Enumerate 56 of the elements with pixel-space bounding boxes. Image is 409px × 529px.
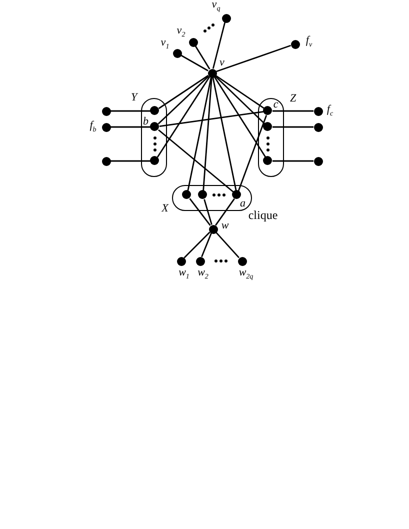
vertex-label: w	[221, 220, 229, 232]
vertex-label: w$_{2}$	[198, 267, 208, 281]
set-label: Z	[290, 94, 296, 104]
vertex-dot	[314, 156, 322, 166]
vertex-dot	[102, 156, 110, 166]
vertex-label: b	[143, 116, 149, 128]
vertex-label: f$_{v}$	[306, 35, 312, 49]
vertex-label: f$_{b}$	[90, 120, 96, 134]
vertex-dot	[102, 106, 110, 116]
edge-line	[214, 76, 266, 158]
vertex-label: v$_{q}$	[212, 0, 220, 13]
edge-line	[216, 232, 240, 258]
edge-line	[238, 114, 268, 192]
vertex-label: w$_{1}$	[178, 267, 190, 281]
edge-line	[110, 110, 150, 112]
edge-line	[110, 126, 150, 128]
vertex-label: c	[273, 99, 278, 110]
edge-line	[194, 45, 210, 70]
edge-line	[212, 77, 237, 191]
vertex-label: v	[220, 58, 224, 68]
edge-line	[187, 77, 212, 191]
edge-line	[110, 160, 150, 162]
edge-line	[189, 198, 211, 226]
edge-line	[272, 160, 314, 162]
vertex-label: v$_{1}$	[160, 37, 170, 51]
edge-line	[158, 74, 209, 110]
vertex-dot	[150, 156, 160, 166]
edge-line	[204, 199, 212, 225]
edge-line	[156, 76, 210, 158]
edge-line	[180, 54, 208, 72]
vertex-dot	[182, 190, 192, 200]
edge-line	[158, 129, 234, 193]
edge-line	[159, 110, 264, 128]
edge-line	[212, 22, 226, 69]
edge-line	[158, 76, 210, 124]
edge-line	[184, 232, 210, 258]
vertex-dot	[314, 122, 322, 132]
edge-line	[214, 76, 266, 124]
set-label: Y	[130, 92, 138, 104]
edge-line	[272, 126, 314, 128]
vertex-dot	[263, 122, 272, 132]
vertex-label: a	[240, 198, 246, 210]
edge-line	[272, 110, 314, 112]
set-label: X	[162, 204, 168, 214]
vertex-label: f$_{c}$	[326, 104, 334, 118]
edge-line	[201, 232, 212, 258]
vertex-label: w$_{2q}$	[238, 267, 254, 281]
vertex-dot	[150, 106, 160, 116]
edge-line	[202, 77, 212, 191]
edge-line	[215, 74, 265, 110]
vertex-label: v$_{2}$	[176, 25, 186, 39]
edge-line	[216, 44, 291, 72]
annotation-label: clique	[248, 209, 278, 221]
edge-line	[215, 198, 235, 226]
vertex-dot	[198, 190, 208, 200]
vertex-dot	[263, 156, 272, 166]
